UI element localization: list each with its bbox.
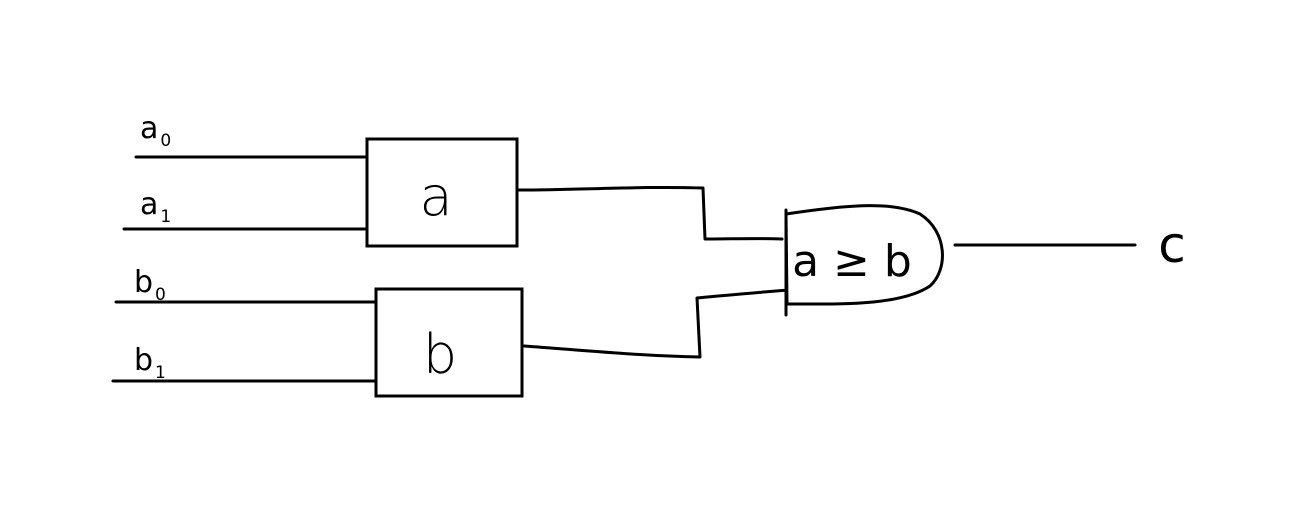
wire-b-to-gate — [522, 288, 792, 359]
block-a — [365, 137, 519, 248]
block-a-label: a — [419, 165, 452, 228]
output-label-c: c — [1158, 216, 1186, 274]
gate-label: a ≥ b — [792, 236, 912, 287]
block-b-label: b — [423, 323, 457, 386]
wire-a-to-gate — [517, 185, 784, 241]
block-b — [374, 287, 524, 398]
comparator-gate — [784, 204, 944, 306]
